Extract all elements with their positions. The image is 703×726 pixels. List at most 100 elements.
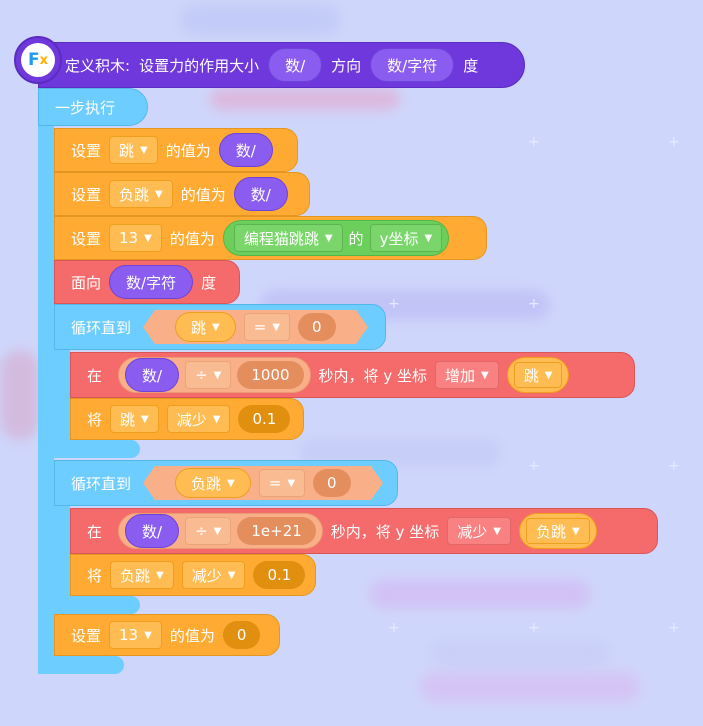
param-number-pill[interactable]: 数/ [125, 514, 180, 548]
operator-dropdown[interactable]: ÷▼ [185, 361, 232, 389]
number-input[interactable]: 1000 [237, 361, 304, 389]
caret-down-icon: ▼ [156, 569, 164, 581]
number-input[interactable]: 0 [222, 621, 261, 649]
variable-reporter[interactable]: 负跳▼ [175, 468, 251, 498]
change-variable-block[interactable]: 将 负跳▼ 减少▼ 0.1 [70, 554, 316, 596]
mode-name: 减少 [457, 522, 488, 541]
param-string-pill[interactable]: 数/字符 [370, 48, 455, 82]
caret-down-icon: ▼ [480, 369, 489, 381]
caret-down-icon: ▼ [144, 629, 152, 641]
sprite-dropdown[interactable]: 编程猫跳跳▼ [233, 224, 343, 252]
variable-reporter[interactable]: 跳▼ [175, 312, 236, 342]
grid-plus-icon: + [388, 620, 400, 636]
mode-dropdown[interactable]: 减少▼ [166, 405, 231, 433]
grid-plus-icon: + [668, 620, 680, 636]
background-blur [430, 640, 610, 666]
number-input[interactable]: 0 [313, 469, 351, 497]
define-block[interactable]: 定义积木: 设置力的作用大小 数/ 方向 数/字符 度 [38, 42, 525, 88]
param-number-pill[interactable]: 数/ [125, 358, 180, 392]
mode-name: 减少 [176, 410, 207, 429]
value-of-label: 的值为 [169, 626, 215, 645]
value-of-label: 的值为 [169, 229, 215, 248]
set-label: 设置 [71, 229, 102, 248]
param-number-pill[interactable]: 数/ [218, 133, 273, 167]
in-label: 在 [87, 366, 103, 385]
number-input[interactable]: 0 [298, 313, 336, 341]
define-suffix: 度 [463, 56, 479, 75]
condition-hexagon[interactable]: 跳▼ =▼ 0 [143, 310, 368, 344]
number-input[interactable]: 1e+21 [237, 517, 316, 545]
param-number-pill[interactable]: 数/ [233, 177, 288, 211]
mode-dropdown[interactable]: 减少 ▼ [181, 561, 246, 589]
operator-dropdown[interactable]: =▼ [258, 469, 306, 497]
variable-dropdown[interactable]: 跳▼ [110, 405, 159, 433]
caret-down-icon: ▼ [493, 525, 501, 537]
variable-dropdown[interactable]: 13 ▼ [109, 621, 162, 649]
glide-y-block[interactable]: 在 数/ ÷▼ 1e+21 秒内，将 y 坐标 减少▼ 负跳▼ [70, 508, 658, 554]
glide-y-block[interactable]: 在 数/ ÷▼ 1000 秒内，将 y 坐标 增加▼ 跳▼ [70, 352, 635, 398]
face-direction-block[interactable]: 面向 数/字符 度 [54, 260, 240, 304]
condition-hexagon[interactable]: 负跳▼ =▼ 0 [143, 466, 383, 500]
mode-dropdown[interactable]: 减少 ▼ [447, 517, 511, 545]
step-execute-block[interactable]: 一步执行 [38, 88, 148, 126]
caret-down-icon: ▼ [213, 525, 222, 537]
set-variable-block[interactable]: 设置 13▼ 的值为 0 [54, 614, 280, 656]
variable-dropdown[interactable]: 负跳 ▼ [109, 180, 173, 208]
grid-plus-icon: + [668, 458, 680, 474]
loop-foot [54, 440, 140, 458]
background-blur [180, 5, 340, 35]
variable-dropdown[interactable]: 负跳▼ [110, 561, 174, 589]
variable-name: 13 [119, 626, 139, 644]
number-input[interactable]: 0.1 [253, 561, 306, 589]
variable-name: 跳 [119, 141, 135, 160]
variable-dropdown[interactable]: 负跳▼ [525, 518, 590, 544]
background-blur [370, 580, 590, 608]
property-dropdown[interactable]: y坐标▼ [369, 224, 443, 252]
variable-dropdown[interactable]: 跳▼ [513, 362, 563, 388]
mode-name: 减少 [191, 566, 222, 585]
mode-dropdown[interactable]: 增加▼ [434, 361, 499, 389]
variable-dropdown[interactable]: 跳▼ [182, 315, 229, 339]
variable-dropdown[interactable]: 13 ▼ [109, 224, 162, 252]
step-block-foot [38, 656, 124, 674]
variable-dropdown[interactable]: 跳▼ [109, 136, 158, 164]
caret-down-icon: ▼ [155, 188, 163, 200]
set-variable-block[interactable]: 设置 跳▼ 的值为 数/ [54, 128, 298, 172]
define-direction-label: 方向 [331, 56, 362, 75]
sprite-property-reporter[interactable]: 编程猫跳跳▼ 的 y坐标▼ [222, 220, 450, 256]
param-number-pill[interactable]: 数/ [268, 48, 323, 82]
variable-name: 13 [119, 229, 139, 247]
grid-plus-icon: + [528, 134, 540, 150]
operator-dropdown[interactable]: =▼ [243, 313, 291, 341]
caret-down-icon: ▼ [141, 413, 149, 425]
grid-plus-icon: + [528, 296, 540, 312]
variable-reporter[interactable]: 负跳▼ [518, 513, 597, 549]
caret-down-icon: ▼ [324, 232, 333, 244]
param-string-pill[interactable]: 数/字符 [109, 265, 194, 299]
set-variable-block[interactable]: 设置 负跳▼ 的值为 数/ [54, 172, 310, 216]
variable-reporter[interactable]: 跳▼ [506, 357, 570, 393]
grid-plus-icon: + [388, 296, 400, 312]
caret-down-icon: ▼ [227, 477, 235, 489]
repeat-until-block[interactable]: 循环直到 负跳▼ =▼ 0 [54, 460, 398, 506]
operator-dropdown[interactable]: ÷▼ [185, 517, 232, 545]
repeat-until-label: 循环直到 [71, 474, 132, 493]
variable-name: 负跳 [119, 185, 150, 204]
caret-down-icon: ▼ [227, 569, 236, 581]
grid-plus-icon: + [528, 620, 540, 636]
variable-dropdown[interactable]: 负跳▼ [182, 471, 244, 495]
caret-down-icon: ▼ [287, 477, 296, 489]
grid-plus-icon: + [528, 458, 540, 474]
change-variable-block[interactable]: 将 跳▼ 减少▼ 0.1 [70, 398, 304, 440]
caret-down-icon: ▼ [571, 525, 580, 537]
set-variable-block[interactable]: 设置 13 ▼ 的值为 编程猫跳跳▼ 的 y坐标▼ [54, 216, 487, 260]
repeat-until-block[interactable]: 循环直到 跳▼ =▼ 0 [54, 304, 386, 350]
caret-down-icon: ▼ [144, 232, 152, 244]
operator-symbol: = [268, 474, 282, 492]
operator-symbol: ÷ [195, 522, 208, 540]
operator-symbol: = [253, 318, 267, 336]
number-input[interactable]: 0.1 [238, 405, 291, 433]
caret-down-icon: ▼ [213, 369, 222, 381]
divide-operator[interactable]: 数/ ÷▼ 1e+21 [118, 513, 323, 549]
divide-operator[interactable]: 数/ ÷▼ 1000 [118, 357, 311, 393]
